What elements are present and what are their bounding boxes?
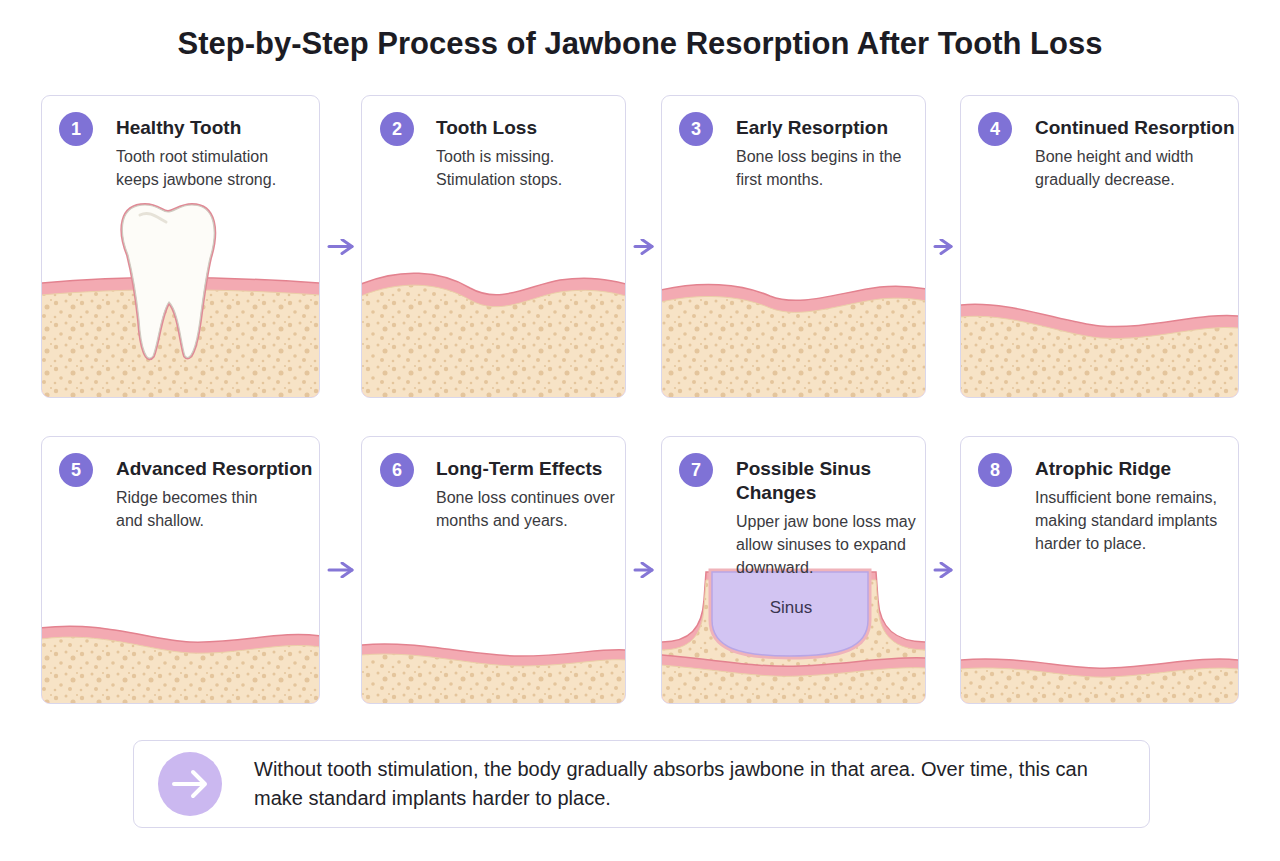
tooth-root-outline <box>122 205 214 358</box>
sinus-lining <box>712 572 868 656</box>
jaw-bone <box>362 654 625 703</box>
gum-tissue <box>961 304 1238 397</box>
step-number-badge: 7 <box>679 453 713 487</box>
step-text-group: Atrophic RidgeInsufficient bone remains,… <box>1035 457 1245 555</box>
step-number-badge: 2 <box>380 112 414 146</box>
flow-arrow <box>329 245 352 248</box>
sinus-label: Sinus <box>770 598 813 618</box>
healthy-jaw-art <box>42 205 319 397</box>
gum-tissue <box>42 278 319 397</box>
gum-tissue <box>662 572 925 703</box>
advanced-resorption-art <box>42 626 319 703</box>
jaw-bone <box>42 290 319 397</box>
step-heading: Continued Resorption <box>1035 116 1234 140</box>
callout-number: 3 <box>691 119 701 140</box>
step-description: Tooth root stimulation keeps jawbone str… <box>116 145 301 191</box>
step-text-group: Possible Sinus ChangesUpper jaw bone los… <box>736 457 926 579</box>
sinus-art <box>662 572 925 703</box>
step-number-badge: 4 <box>978 112 1012 146</box>
flow-arrow <box>635 569 652 572</box>
step-number-badge: 8 <box>978 453 1012 487</box>
sinus-cavity <box>712 572 868 656</box>
tooth-loss-art <box>362 273 625 397</box>
gum-tissue <box>961 659 1238 703</box>
long-term-art <box>362 644 625 703</box>
step-heading: Early Resorption <box>736 116 906 140</box>
step-heading: Advanced Resorption <box>116 457 312 481</box>
step-description: Bone loss continues over months and year… <box>436 486 641 532</box>
continued-resorption-art <box>961 304 1238 397</box>
flow-arrow <box>329 569 352 572</box>
summary-note-box: Without tooth stimulation, the body grad… <box>133 740 1150 828</box>
jaw-bone <box>662 580 925 703</box>
step-text-group: Long-Term EffectsBone loss continues ove… <box>436 457 641 532</box>
step-number-badge: 1 <box>59 112 93 146</box>
step-number-badge: 6 <box>380 453 414 487</box>
step-text-group: Tooth LossTooth is missing. Stimulation … <box>436 116 606 191</box>
icon-arrow <box>174 772 205 796</box>
diagram-title: Step-by-Step Process of Jawbone Resorpti… <box>0 26 1280 62</box>
callout-number: 2 <box>392 119 402 140</box>
jaw-bone <box>362 285 625 397</box>
step-panel: Early ResorptionBone loss begins in the … <box>661 95 926 398</box>
callout-number: 5 <box>71 460 81 481</box>
step-panel: Tooth LossTooth is missing. Stimulation … <box>361 95 626 398</box>
callout-number: 4 <box>990 119 1000 140</box>
atrophic-ridge-art <box>961 659 1238 703</box>
jaw-bone <box>961 668 1238 703</box>
gum-tissue <box>42 626 319 703</box>
step-panel: Long-Term EffectsBone loss continues ove… <box>361 436 626 704</box>
callout-number: 8 <box>990 460 1000 481</box>
step-description: Ridge becomes thin and shallow. <box>116 486 281 532</box>
gum-tissue <box>662 655 925 703</box>
step-text-group: Healthy ToothTooth root stimulation keep… <box>116 116 301 191</box>
step-heading: Atrophic Ridge <box>1035 457 1245 481</box>
note-arrow-icon <box>158 752 222 816</box>
step-text-group: Advanced ResorptionRidge becomes thin an… <box>116 457 312 532</box>
sinus-region: Sinus <box>713 573 869 643</box>
step-panel: Possible Sinus ChangesUpper jaw bone los… <box>661 436 926 704</box>
tooth <box>122 205 214 358</box>
callout-number: 1 <box>71 119 81 140</box>
flow-arrow <box>935 569 951 572</box>
step-description: Bone height and width gradually decrease… <box>1035 145 1220 191</box>
step-panel: Continued ResorptionBone height and widt… <box>960 95 1239 398</box>
step-heading: Tooth Loss <box>436 116 606 140</box>
jaw-bone <box>662 296 925 397</box>
step-number-badge: 5 <box>59 453 93 487</box>
step-heading: Long-Term Effects <box>436 457 641 481</box>
gum-tissue <box>662 284 925 397</box>
step-description: Bone loss begins in the first months. <box>736 145 906 191</box>
callout-number: 7 <box>691 460 701 481</box>
step-panel: Healthy ToothTooth root stimulation keep… <box>41 95 320 398</box>
flow-arrow <box>935 245 951 248</box>
jaw-bone <box>42 637 319 703</box>
step-description: Insufficient bone remains, making standa… <box>1035 486 1245 555</box>
step-text-group: Continued ResorptionBone height and widt… <box>1035 116 1234 191</box>
step-number-badge: 3 <box>679 112 713 146</box>
summary-note-text: Without tooth stimulation, the body grad… <box>254 755 1114 813</box>
callout-number: 6 <box>392 460 402 481</box>
icon-circle <box>158 752 222 816</box>
early-resorption-art <box>662 284 925 397</box>
jaw-bone <box>961 316 1238 397</box>
step-description: Tooth is missing. Stimulation stops. <box>436 145 606 191</box>
step-panel: Advanced ResorptionRidge becomes thin an… <box>41 436 320 704</box>
step-panel: Atrophic RidgeInsufficient bone remains,… <box>960 436 1239 704</box>
flow-arrow <box>635 245 652 248</box>
step-heading: Possible Sinus Changes <box>736 457 926 505</box>
jaw-bone <box>662 665 925 703</box>
step-heading: Healthy Tooth <box>116 116 301 140</box>
gum-tissue <box>362 273 625 397</box>
step-text-group: Early ResorptionBone loss begins in the … <box>736 116 906 191</box>
step-description: Upper jaw bone loss may allow sinuses to… <box>736 510 926 579</box>
tooth-shine <box>140 213 166 222</box>
gum-tissue <box>362 644 625 703</box>
